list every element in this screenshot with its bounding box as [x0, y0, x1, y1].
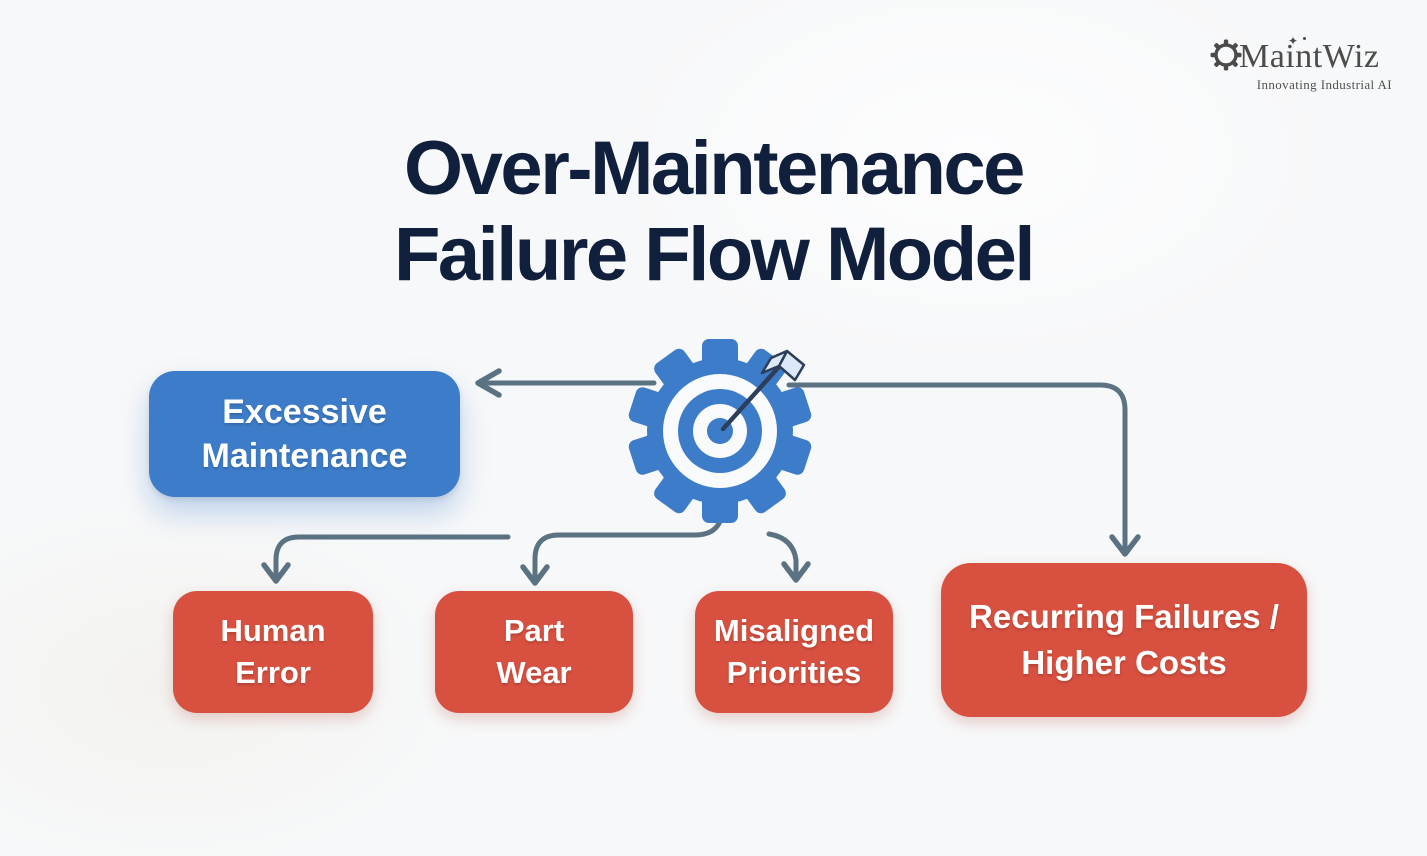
node-label: Part: [503, 613, 565, 648]
logo-name: MaintWiz: [1239, 38, 1380, 75]
arrowhead-down-icon: [261, 562, 291, 584]
node-excessive-maintenance: Excessive Maintenance: [149, 371, 460, 497]
arrowhead-down-icon: [1109, 534, 1141, 557]
node-label: Excessive: [222, 393, 387, 431]
node-misaligned-priorities: Misaligned Priorities: [695, 591, 893, 713]
node-label: Recurring Failures /: [969, 598, 1279, 635]
arrowhead-down-icon: [781, 561, 811, 583]
page-title-line2: Failure Flow Model: [393, 212, 1036, 297]
node-label: Human: [220, 613, 326, 648]
connector-to-part-wear: [532, 506, 725, 580]
gear-icon: [1210, 39, 1242, 71]
page-title-line1: Over-Maintenance: [404, 126, 1025, 211]
page-title: Over-Maintenance Failure Flow Model: [0, 126, 1427, 298]
maintwiz-logo: MaintWiz ✦ Innovating Industrial AI: [1206, 34, 1396, 93]
node-label: Higher Costs: [1021, 644, 1227, 681]
connector-to-misaligned-priorities: [766, 531, 799, 577]
node-label: Misaligned: [713, 613, 875, 648]
node-label: Wear: [496, 655, 572, 690]
arrowhead-down-icon: [520, 564, 550, 586]
node-label: Error: [235, 655, 311, 690]
dart-arrow-icon: [720, 349, 806, 432]
node-label: Maintenance: [201, 437, 408, 475]
node-human-error: Human Error: [173, 591, 373, 713]
connector-arrows: [261, 368, 1141, 586]
node-part-wear: Part Wear: [435, 591, 633, 713]
connector-to-recurring-failures: [786, 382, 1128, 551]
sparkle-icon: ✦: [1288, 34, 1299, 48]
node-recurring-failures-higher-costs: Recurring Failures / Higher Costs: [941, 563, 1307, 717]
node-label: Priorities: [726, 655, 862, 690]
arrowhead-left-icon: [475, 368, 502, 398]
gear-target-icon: [628, 339, 812, 523]
logo-tagline: Innovating Industrial AI: [1256, 77, 1392, 92]
logo-row: MaintWiz: [1206, 38, 1396, 76]
connector-to-human-error: [273, 534, 511, 578]
sparkle-dot-icon: [1303, 37, 1306, 40]
